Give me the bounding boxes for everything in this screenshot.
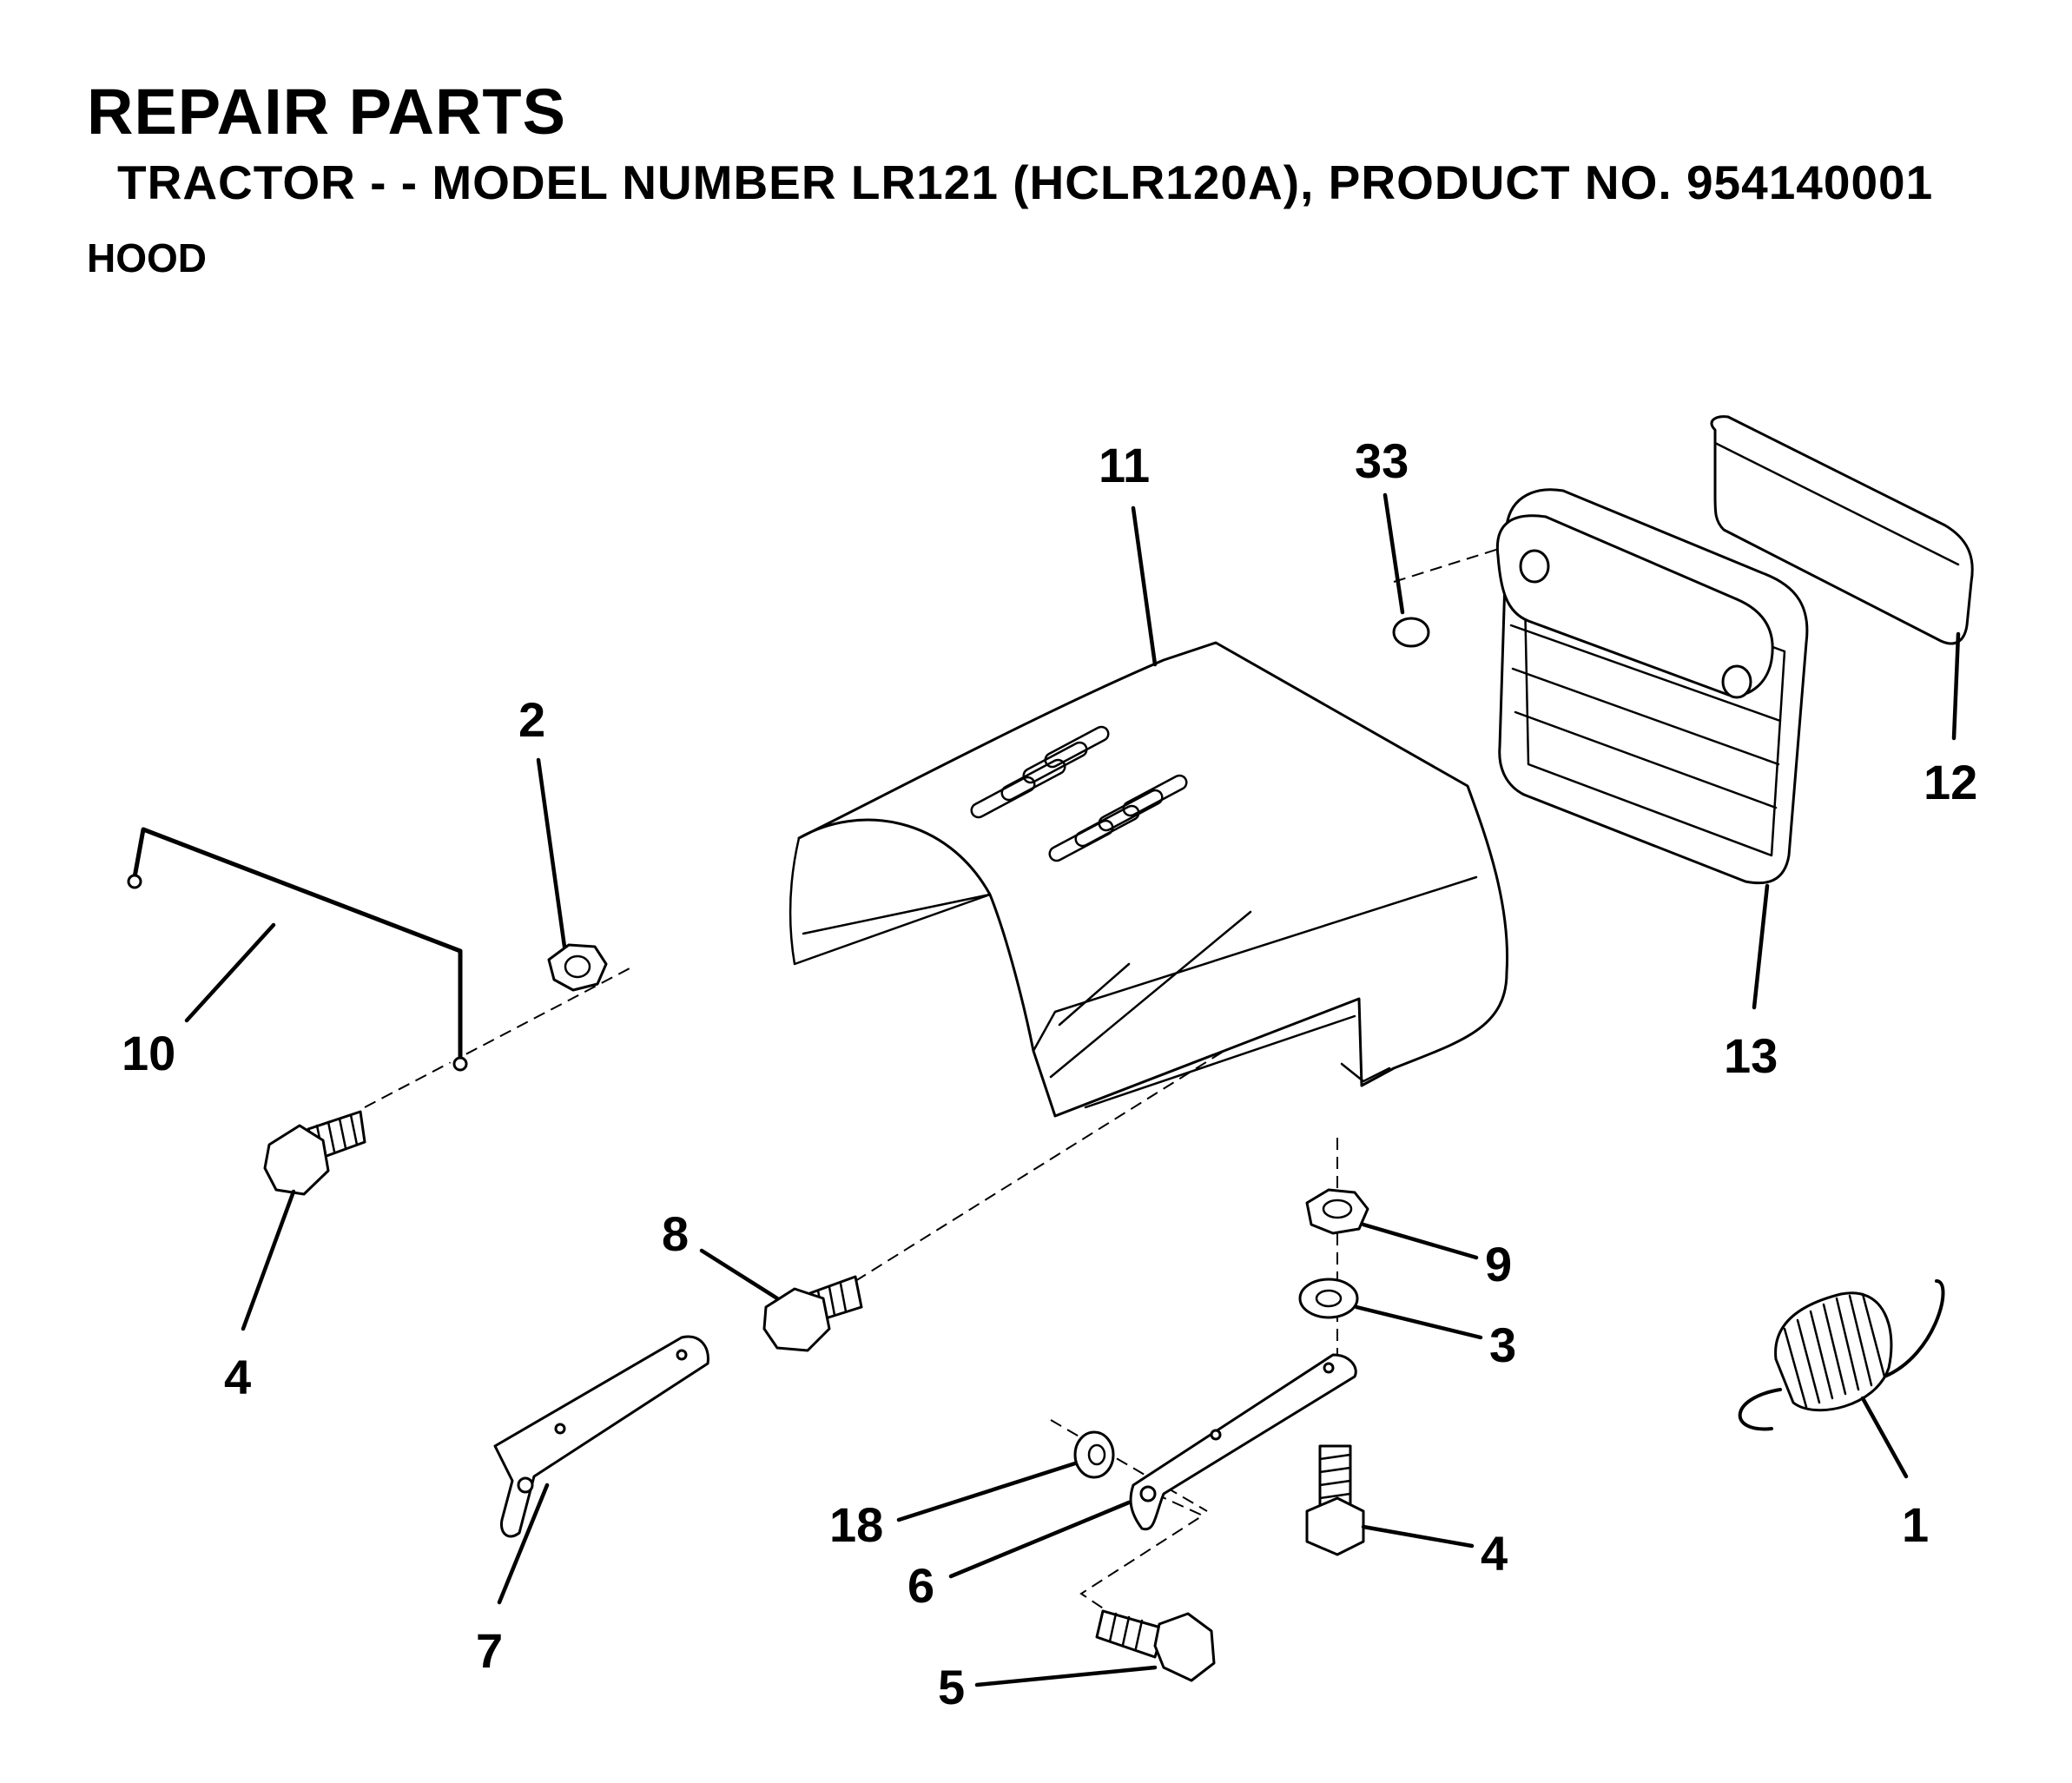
spring-part-1 xyxy=(1738,1279,1945,1431)
callout-6: 6 xyxy=(907,1558,934,1613)
nut-part-2 xyxy=(547,943,608,992)
callout-5: 5 xyxy=(938,1660,965,1714)
callout-13: 13 xyxy=(1724,1028,1778,1083)
washer-part-18 xyxy=(1073,1430,1115,1479)
bolt-part-8 xyxy=(762,1275,863,1352)
hood-part-11 xyxy=(789,641,1509,1118)
nameplate-part-12 xyxy=(1710,415,1974,645)
callout-10: 10 xyxy=(122,1026,175,1080)
callout-7: 7 xyxy=(476,1623,503,1678)
callout-numbers: 11 33 12 13 2 10 4 8 9 3 1 18 4 6 7 5 xyxy=(122,433,1977,1714)
plug-part-33 xyxy=(1392,617,1430,648)
nut-part-9 xyxy=(1305,1188,1369,1235)
rod-part-10 xyxy=(127,827,468,1072)
washer-part-3 xyxy=(1298,1278,1359,1319)
bolt-part-4-left xyxy=(263,1110,366,1196)
bolt-part-5 xyxy=(1095,1609,1216,1682)
model-subtitle: TRACTOR - - MODEL NUMBER LR121 (HCLR120A… xyxy=(117,155,1934,209)
hood-vents xyxy=(970,725,1188,862)
grille-part-13 xyxy=(1495,488,1809,885)
page-title: REPAIR PARTS xyxy=(87,76,566,148)
callout-33: 33 xyxy=(1355,433,1409,488)
bracket-part-7 xyxy=(493,1335,709,1538)
callout-4-left: 4 xyxy=(224,1350,251,1404)
section-heading: HOOD xyxy=(87,235,207,281)
bracket-part-6 xyxy=(1129,1353,1357,1531)
callout-4-right: 4 xyxy=(1481,1526,1508,1581)
callout-18: 18 xyxy=(829,1497,883,1552)
callout-12: 12 xyxy=(1924,755,1977,809)
callout-9: 9 xyxy=(1485,1237,1512,1291)
leader-lines xyxy=(184,492,1961,1687)
callout-8: 8 xyxy=(662,1206,689,1261)
callout-1: 1 xyxy=(1902,1497,1929,1552)
callout-3: 3 xyxy=(1489,1317,1516,1372)
bolt-part-4-right xyxy=(1305,1444,1365,1556)
callout-2: 2 xyxy=(518,692,545,747)
callout-11: 11 xyxy=(1099,438,1150,492)
